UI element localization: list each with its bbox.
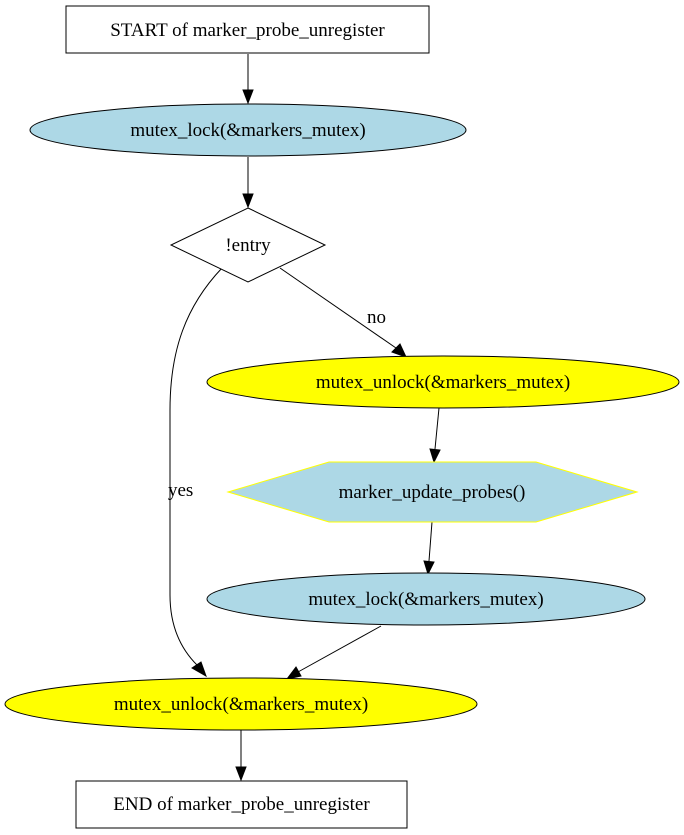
lock-label: mutex_lock(&markers_mutex) bbox=[130, 120, 365, 141]
edge-update-to-lock bbox=[428, 521, 433, 562]
update-probes-node: marker_update_probes() bbox=[226, 461, 639, 523]
condition-node: !entry bbox=[169, 207, 327, 283]
unlock-ellipse bbox=[206, 355, 680, 409]
unlock-label: mutex_unlock(&markers_mutex) bbox=[114, 694, 368, 715]
arrowhead bbox=[423, 560, 435, 576]
lock-ellipse bbox=[206, 572, 646, 626]
start-node: START of marker_probe_unregister bbox=[65, 5, 430, 54]
lock-label: mutex_lock(&markers_mutex) bbox=[308, 589, 543, 610]
end-node: END of marker_probe_unregister bbox=[75, 780, 408, 829]
arrowhead bbox=[235, 766, 247, 782]
mutex-unlock-node-2: mutex_unlock(&markers_mutex) bbox=[4, 677, 478, 731]
mutex-unlock-node-1: mutex_unlock(&markers_mutex) bbox=[206, 355, 680, 409]
edge-label-yes: yes bbox=[168, 480, 193, 501]
update-hexagon bbox=[226, 461, 639, 523]
arrowhead bbox=[242, 89, 254, 105]
arrowhead bbox=[191, 661, 207, 678]
edge-condition-yes bbox=[169, 267, 223, 666]
unlock-label: mutex_unlock(&markers_mutex) bbox=[316, 372, 570, 393]
edges bbox=[169, 54, 441, 782]
mutex-lock-node-1: mutex_lock(&markers_mutex) bbox=[29, 103, 467, 157]
arrowhead bbox=[285, 666, 302, 680]
arrowhead bbox=[429, 448, 441, 464]
condition-diamond bbox=[169, 207, 327, 283]
end-box bbox=[75, 780, 408, 829]
mutex-lock-node-2: mutex_lock(&markers_mutex) bbox=[206, 572, 646, 626]
arrowhead bbox=[391, 343, 407, 358]
lock-ellipse bbox=[29, 103, 467, 157]
update-label: marker_update_probes() bbox=[339, 482, 526, 503]
end-label: END of marker_probe_unregister bbox=[113, 794, 370, 815]
unlock-ellipse bbox=[4, 677, 478, 731]
arrowhead bbox=[242, 193, 254, 209]
edge-condition-no bbox=[279, 267, 397, 349]
start-box bbox=[65, 5, 430, 54]
edge-label-no: no bbox=[367, 307, 386, 328]
start-label: START of marker_probe_unregister bbox=[110, 20, 385, 41]
condition-label: !entry bbox=[225, 235, 271, 256]
edge-unlock-to-update bbox=[434, 407, 440, 450]
edge-lock-to-unlock bbox=[297, 625, 382, 673]
